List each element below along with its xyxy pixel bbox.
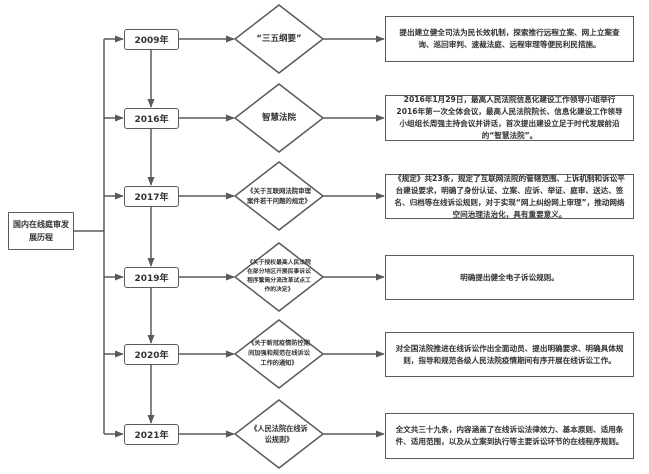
description-text: 提出建立健全司法为民长效机制，探索推行远程立案、网上立案查询、巡回审判、速裁法庭… bbox=[399, 28, 620, 49]
description-box-2009: 提出建立健全司法为民长效机制，探索推行远程立案、网上立案查询、巡回审判、速裁法庭… bbox=[385, 16, 634, 62]
year-node-2016: 2016年 bbox=[124, 108, 179, 129]
description-box-2019: 明确提出健全电子诉讼规则。 bbox=[385, 255, 634, 300]
year-node-2020: 2020年 bbox=[124, 344, 179, 365]
year-node-2017: 2017年 bbox=[124, 186, 179, 207]
milestone-diamond bbox=[233, 399, 325, 469]
description-box-2020: 对全国法院推进在线诉讼作出全面动员、提出明确要求、明确具体规则，指导和规范各级人… bbox=[385, 332, 634, 377]
year-node-2009: 2009年 bbox=[124, 29, 179, 50]
description-text: 明确提出健全电子诉讼规则。 bbox=[460, 272, 559, 282]
root-node: 国内在线庭审发展历程 bbox=[8, 212, 74, 250]
description-text: 对全国法院推进在线诉讼作出全面动员、提出明确要求、明确具体规则，指导和规范各级人… bbox=[395, 343, 624, 365]
root-label: 国内在线庭审发展历程 bbox=[13, 220, 69, 242]
description-text: 《规定》共23条，规定了互联网法院的管辖范围、上诉机制和诉讼平台建设要求，明确了… bbox=[394, 173, 625, 219]
milestone-label-2021: 《人民法院在线诉讼规则》 bbox=[250, 424, 308, 444]
year-node-2021: 2021年 bbox=[124, 424, 179, 445]
year-node-2019: 2019年 bbox=[124, 267, 179, 288]
milestone-label-2009: “三五纲要” bbox=[256, 34, 302, 44]
description-text: 2016年1月29日，最高人民法院信息化建设工作领导小组举行2016年第一次全体… bbox=[396, 95, 623, 140]
year-label: 2020年 bbox=[134, 351, 169, 361]
milestone-label-2016: 智慧法院 bbox=[261, 113, 296, 123]
milestone-label-2020: 《关于新冠疫情防控期间加强和规范在线诉讼工作的通知》 bbox=[248, 340, 310, 367]
milestone-label-2019: 《关于授权最高人民法院在部分地区开展民事诉讼程序繁简分流改革试点工作的决定》 bbox=[247, 260, 311, 293]
description-box-2016: 2016年1月29日，最高人民法院信息化建设工作领导小组举行2016年第一次全体… bbox=[385, 95, 634, 141]
milestone-diamond bbox=[233, 83, 325, 153]
milestone-diamond bbox=[233, 161, 325, 231]
description-box-2021: 全文共三十九条，内容涵盖了在线诉讼法律效力、基本原则、适用条件、适用范围，以及从… bbox=[385, 413, 634, 459]
milestone-label-2017: 《关于互联网法院审理案件若干问题的规定》 bbox=[247, 187, 311, 205]
description-text: 全文共三十九条，内容涵盖了在线诉讼法律效力、基本原则、适用条件、适用范围，以及从… bbox=[395, 425, 624, 446]
year-label: 2021年 bbox=[134, 431, 169, 441]
year-label: 2019年 bbox=[134, 274, 169, 284]
year-label: 2017年 bbox=[134, 193, 169, 203]
year-label: 2016年 bbox=[134, 115, 169, 125]
milestone-diamond bbox=[233, 319, 325, 389]
description-box-2017: 《规定》共23条，规定了互联网法院的管辖范围、上诉机制和诉讼平台建设要求，明确了… bbox=[385, 174, 634, 219]
year-label: 2009年 bbox=[134, 36, 169, 46]
milestone-diamond bbox=[233, 4, 325, 74]
milestone-diamond bbox=[233, 242, 325, 312]
